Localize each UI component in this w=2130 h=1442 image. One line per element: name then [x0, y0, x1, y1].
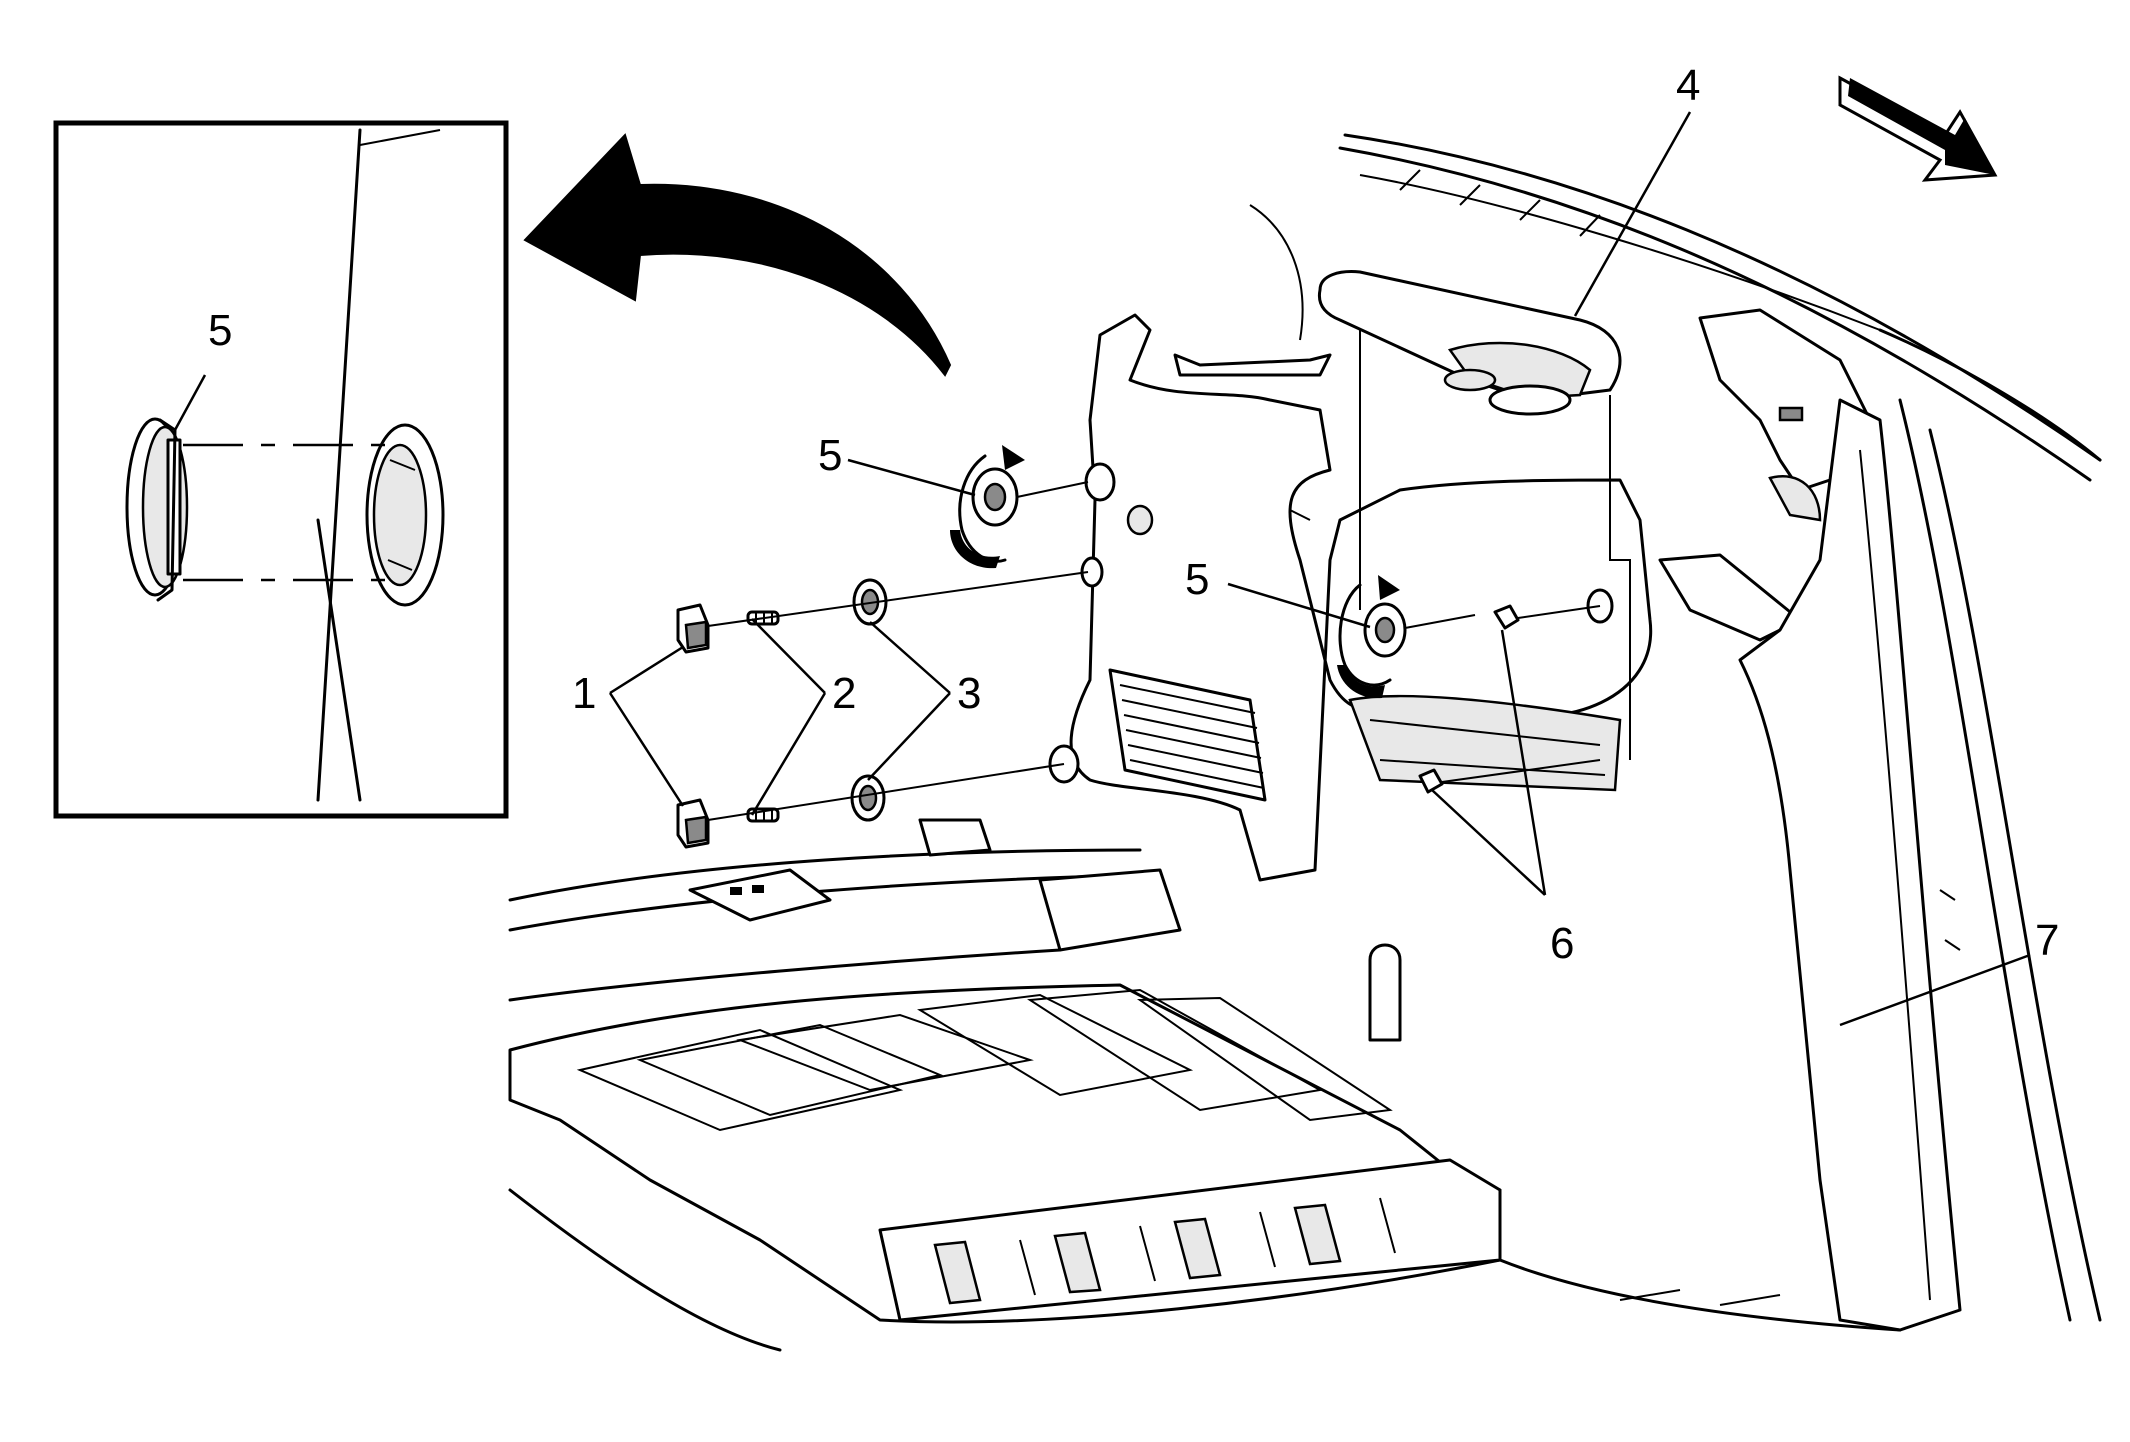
bolt-6-lower	[1418, 759, 1601, 794]
callout-4: 4	[1676, 61, 1700, 110]
callout-5-left: 5	[818, 431, 842, 480]
retainer-upper	[676, 603, 710, 654]
bolt-6-upper	[1493, 604, 1601, 630]
callout-1: 1	[572, 669, 596, 718]
callout-leaders	[608, 111, 2031, 1027]
vehicle-roof-edge	[1249, 133, 2102, 482]
cargo-floor	[508, 818, 1902, 1352]
callout-5-inset: 5	[208, 306, 232, 355]
vent-grille	[1108, 668, 1267, 802]
rear-sill-blocks	[878, 1158, 1502, 1322]
curved-removal-arrow-icon	[523, 133, 952, 377]
inset-detail-view: 5	[53, 120, 509, 819]
rotate-counterclockwise-icon	[950, 445, 1025, 569]
retainer-5-left	[971, 467, 1019, 527]
callout-6: 6	[1550, 919, 1574, 968]
callout-2: 2	[832, 669, 856, 718]
retainer-lower	[676, 798, 710, 849]
rotate-counterclockwise-icon	[1337, 575, 1400, 699]
inset-retainer-clip	[125, 417, 189, 602]
upper-trim-panel	[1317, 270, 1622, 416]
callout-5-right: 5	[1185, 555, 1209, 604]
front-direction-arrow-icon	[1838, 75, 1998, 182]
retainer-5-right	[1363, 602, 1407, 658]
clip-lower	[850, 774, 886, 822]
pillar-trim-panel	[1658, 308, 2102, 1332]
callout-3: 3	[957, 669, 981, 718]
inset-panel-hole	[365, 423, 445, 607]
callout-7: 7	[2035, 916, 2059, 965]
